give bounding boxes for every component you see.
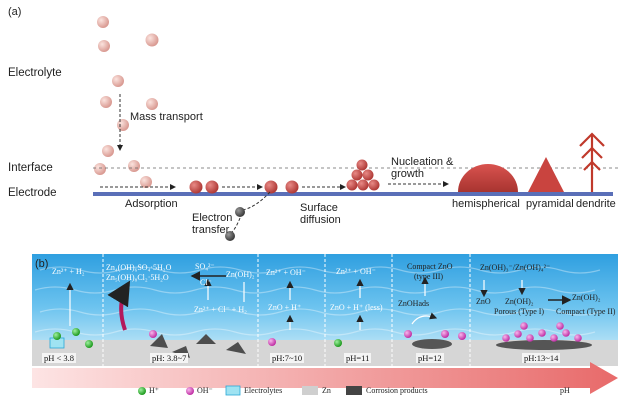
reaction-z2-e: Zn(OH)₂	[226, 270, 255, 279]
legend-corrosion-swatch	[346, 386, 362, 395]
legend-corrosion-label: Corrosion products	[366, 386, 428, 395]
electrolyte-label: Electrolyte	[8, 67, 62, 79]
electron-path	[225, 191, 271, 241]
reaction-z5-a: Compact ZnO	[407, 262, 453, 271]
ph-zone-6: pH:13~14	[522, 353, 561, 363]
reaction-z6-c: Zn(OH)₂	[505, 297, 534, 306]
oh-ion	[441, 330, 449, 338]
diffusing-sphere	[264, 180, 278, 194]
panel-b-label: (b)	[35, 258, 49, 270]
electrode-label: Electrode	[8, 187, 57, 199]
h-ion	[53, 332, 61, 340]
particle	[94, 163, 106, 175]
zno-layer	[412, 339, 452, 349]
reaction-z2-a: Zn₄(OH)₆SO₄·5H₂O	[106, 263, 172, 272]
panel-a-label: (a)	[8, 6, 22, 18]
adsorption-label: Adsorption	[125, 198, 178, 210]
adsorbed-sphere	[189, 180, 203, 194]
particle	[145, 33, 159, 47]
electrode-bar	[93, 192, 613, 196]
flow-arrow	[107, 280, 131, 331]
particle	[102, 145, 114, 157]
ph-gradient-arrow	[32, 362, 618, 394]
adsorbed-sphere	[205, 180, 219, 194]
reaction-z6-d: Zn(OH)₂	[572, 293, 601, 302]
surface-diffusion-label: Surface diffusion	[300, 202, 341, 227]
ph-zone-1: pH < 3.8	[42, 353, 77, 363]
h-ion	[334, 339, 342, 347]
oh-ion	[458, 332, 466, 340]
oh-ion	[268, 338, 276, 346]
legend-oh-label: OH⁻	[197, 386, 213, 395]
dendrite-label: dendrite	[576, 198, 616, 210]
hemispherical-deposit	[458, 164, 518, 192]
oh-ion-cluster	[502, 322, 582, 342]
reaction-z5-c: ZnOHads	[398, 299, 430, 308]
diffusing-sphere	[285, 180, 299, 194]
legend-h-label: H⁺	[149, 386, 159, 395]
legend-h-swatch	[138, 387, 146, 395]
reaction-z6-b: ZnO	[476, 297, 491, 306]
reaction-z5-b: (type III)	[414, 272, 444, 281]
particle	[100, 96, 112, 108]
pyramidal-deposit	[528, 157, 564, 192]
electrolyte-particles	[94, 16, 159, 188]
legend-zn-swatch	[302, 386, 318, 395]
ph-zone-2: pH: 3.8~7	[150, 353, 189, 363]
water-ripples	[34, 266, 601, 336]
mass-transport-label: Mass transport	[130, 111, 203, 123]
nucleation-label: Nucleation & growth	[391, 156, 454, 181]
h-ion	[72, 328, 80, 336]
reaction-z3-a: Zn²⁺ + OH⁻	[266, 268, 306, 277]
electron-ball	[235, 207, 245, 217]
dendrite-deposit	[579, 132, 605, 192]
oh-ion	[149, 330, 157, 338]
ph-zone-5: pH=12	[416, 353, 444, 363]
ph-zone-3: pH:7~10	[270, 353, 305, 363]
pyramidal-label: pyramidal	[526, 198, 574, 210]
particle	[97, 16, 109, 28]
nucleus-cluster	[346, 159, 380, 191]
particle	[98, 40, 110, 52]
legend-electrolytes-label: Electrolytes	[244, 386, 283, 395]
ph-zone-4: pH=11	[344, 353, 372, 363]
particle	[146, 98, 158, 110]
reaction-z6-a: Zn(OH)₃⁻/Zn(OH)₄²⁻	[480, 263, 551, 272]
oh-ion	[404, 330, 412, 338]
interface-label: Interface	[8, 162, 53, 174]
reaction-z2-c: SO₄²⁻	[195, 262, 215, 271]
ph-axis-label: pH	[560, 386, 570, 395]
electron-transfer-label: Electron transfer	[192, 212, 233, 237]
reaction-z2-f: Zn²⁺ + Cl⁻ + H₂	[194, 305, 247, 314]
reaction-z3-b: ZnO + H⁺	[268, 303, 302, 312]
reaction-z4-b: ZnO + H⁺ (less)	[330, 303, 383, 312]
reaction-z2-d: Cl⁻	[200, 278, 212, 287]
h-ion	[85, 340, 93, 348]
hemispherical-label: hemispherical	[452, 198, 520, 210]
electron-ball	[225, 231, 235, 241]
legend-zn-label: Zn	[322, 386, 331, 395]
reaction-z6-e: Porous (Type I)	[494, 307, 545, 316]
particle	[112, 75, 124, 87]
zone-dividers	[102, 254, 471, 366]
reaction-z2-b: Zn₅(OH)₈Cl₂·5H₂O	[106, 273, 169, 282]
legend-oh-swatch	[186, 387, 194, 395]
zno-layer	[496, 340, 592, 350]
reaction-z6-f: Compact (Type II)	[556, 307, 616, 316]
reaction-z1: Zn²⁺ + H₂	[52, 267, 85, 276]
legend	[138, 385, 362, 396]
particle	[128, 160, 140, 172]
particle	[140, 176, 152, 188]
particle	[117, 119, 129, 131]
reaction-z4-a: Zn²⁺ + OH⁻	[336, 267, 376, 276]
legend-electrolytes-swatch	[225, 385, 241, 396]
